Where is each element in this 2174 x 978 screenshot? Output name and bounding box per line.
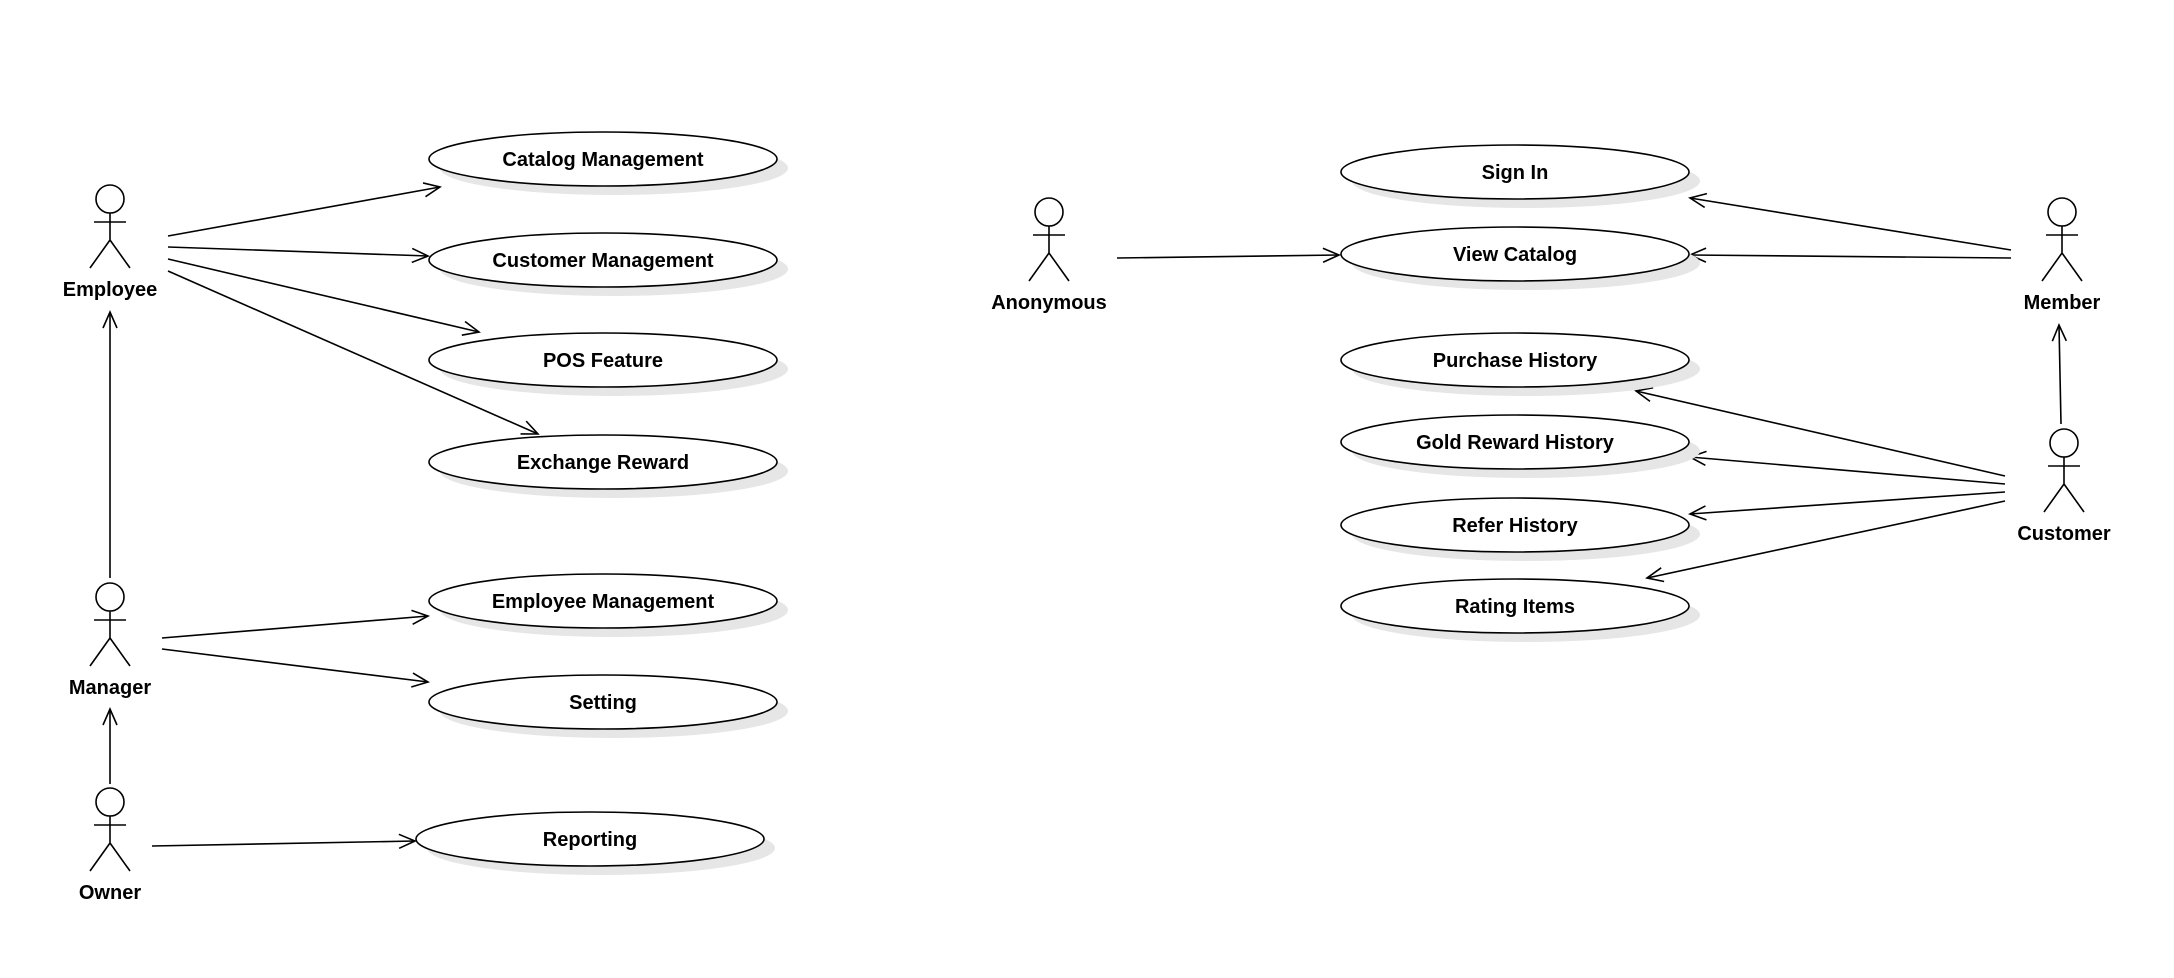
use-case-setting[interactable]: Setting [428,674,788,738]
use-case-label: Employee Management [492,591,715,613]
actor-body [2041,226,2083,282]
use-case-oval [428,674,778,730]
arrow-employee-to-pos-feature [167,258,481,336]
arrow-employee-to-catalog-management [167,182,442,237]
use-case-sign-in[interactable]: Sign In [1340,144,1700,208]
use-case-label: Reporting [543,829,637,851]
actor-label: Owner [79,882,141,904]
use-case-oval [1340,414,1690,470]
use-case-label: Refer History [1452,515,1578,537]
arrow-customer-to-rating-items [1645,500,2006,583]
use-case-view-catalog[interactable]: View Catalog [1340,226,1700,290]
arrow-owner-to-reporting [151,833,417,850]
use-case-catalog-management[interactable]: Catalog Management [428,131,788,195]
use-case-oval [1340,226,1690,282]
arrow-employee-to-customer-management [167,246,430,264]
use-case-oval [428,332,778,388]
use-case-oval [1340,144,1690,200]
actor-body [89,213,131,269]
use-case-label: View Catalog [1453,244,1577,266]
use-case-oval [1340,578,1690,634]
use-case-label: Gold Reward History [1416,432,1615,454]
use-case-label: Customer Management [492,250,713,272]
arrow-customer-to-purchase-history [1634,386,2006,477]
actor-body [89,816,131,872]
use-case-label: Exchange Reward [517,452,689,474]
actor-customer[interactable]: Customer [2017,428,2111,545]
arrow-customer-to-gold-reward-history [1688,450,2006,485]
actor-head [95,582,125,612]
actor-label: Manager [69,677,151,699]
arrow-member-to-view-catalog [1688,247,2012,263]
use-case-oval [428,131,778,187]
use-case-purchase-history[interactable]: Purchase History [1340,332,1700,396]
use-case-label: Purchase History [1433,350,1598,372]
actor-body [1028,226,1070,282]
actor-employee[interactable]: Employee [63,184,157,301]
actor-head [95,184,125,214]
use-case-oval [428,573,778,629]
use-case-oval [1340,497,1690,553]
use-case-customer-management[interactable]: Customer Management [428,232,788,296]
actor-body [2043,457,2085,513]
use-case-label: Catalog Management [502,149,703,171]
use-case-exchange-reward[interactable]: Exchange Reward [428,434,788,498]
actor-head [1034,197,1064,227]
use-case-label: POS Feature [543,350,663,372]
arrow-member-to-sign-in [1688,192,2012,251]
use-case-refer-history[interactable]: Refer History [1340,497,1700,561]
use-case-label: Rating Items [1455,596,1575,618]
actor-head [2049,428,2079,458]
use-case-gold-reward-history[interactable]: Gold Reward History [1340,414,1700,478]
actor-label: Employee [63,279,157,301]
use-case-oval [415,811,765,867]
actor-owner[interactable]: Owner [79,787,141,904]
actor-manager[interactable]: Manager [69,582,151,699]
arrow-manager-to-setting [161,648,430,688]
use-case-employee-management[interactable]: Employee Management [428,573,788,637]
actor-member[interactable]: Member [2024,197,2101,314]
actor-label: Member [2024,292,2101,314]
actor-head [2047,197,2077,227]
arrow-employee-to-exchange-reward [167,270,540,435]
arrow-customer-to-refer-history [1688,491,2006,521]
actor-head [95,787,125,817]
use-case-oval [428,434,778,490]
use-case-reporting[interactable]: Reporting [415,811,775,875]
associations [102,182,2068,850]
use-case-rating-items[interactable]: Rating Items [1340,578,1700,642]
actor-body [89,611,131,667]
use-case-oval [428,232,778,288]
use-case-label: Sign In [1482,162,1549,184]
arrow-manager-to-employee-management [161,609,430,639]
actor-label: Anonymous [991,292,1107,314]
arrow-customer-to-member [2051,323,2068,425]
use-case-oval [1340,332,1690,388]
use-case-pos-feature[interactable]: POS Feature [428,332,788,396]
actor-label: Customer [2017,523,2111,545]
use-case-label: Setting [569,692,637,714]
arrow-anonymous-to-view-catalog [1116,247,1341,263]
actor-anonymous[interactable]: Anonymous [991,197,1107,314]
